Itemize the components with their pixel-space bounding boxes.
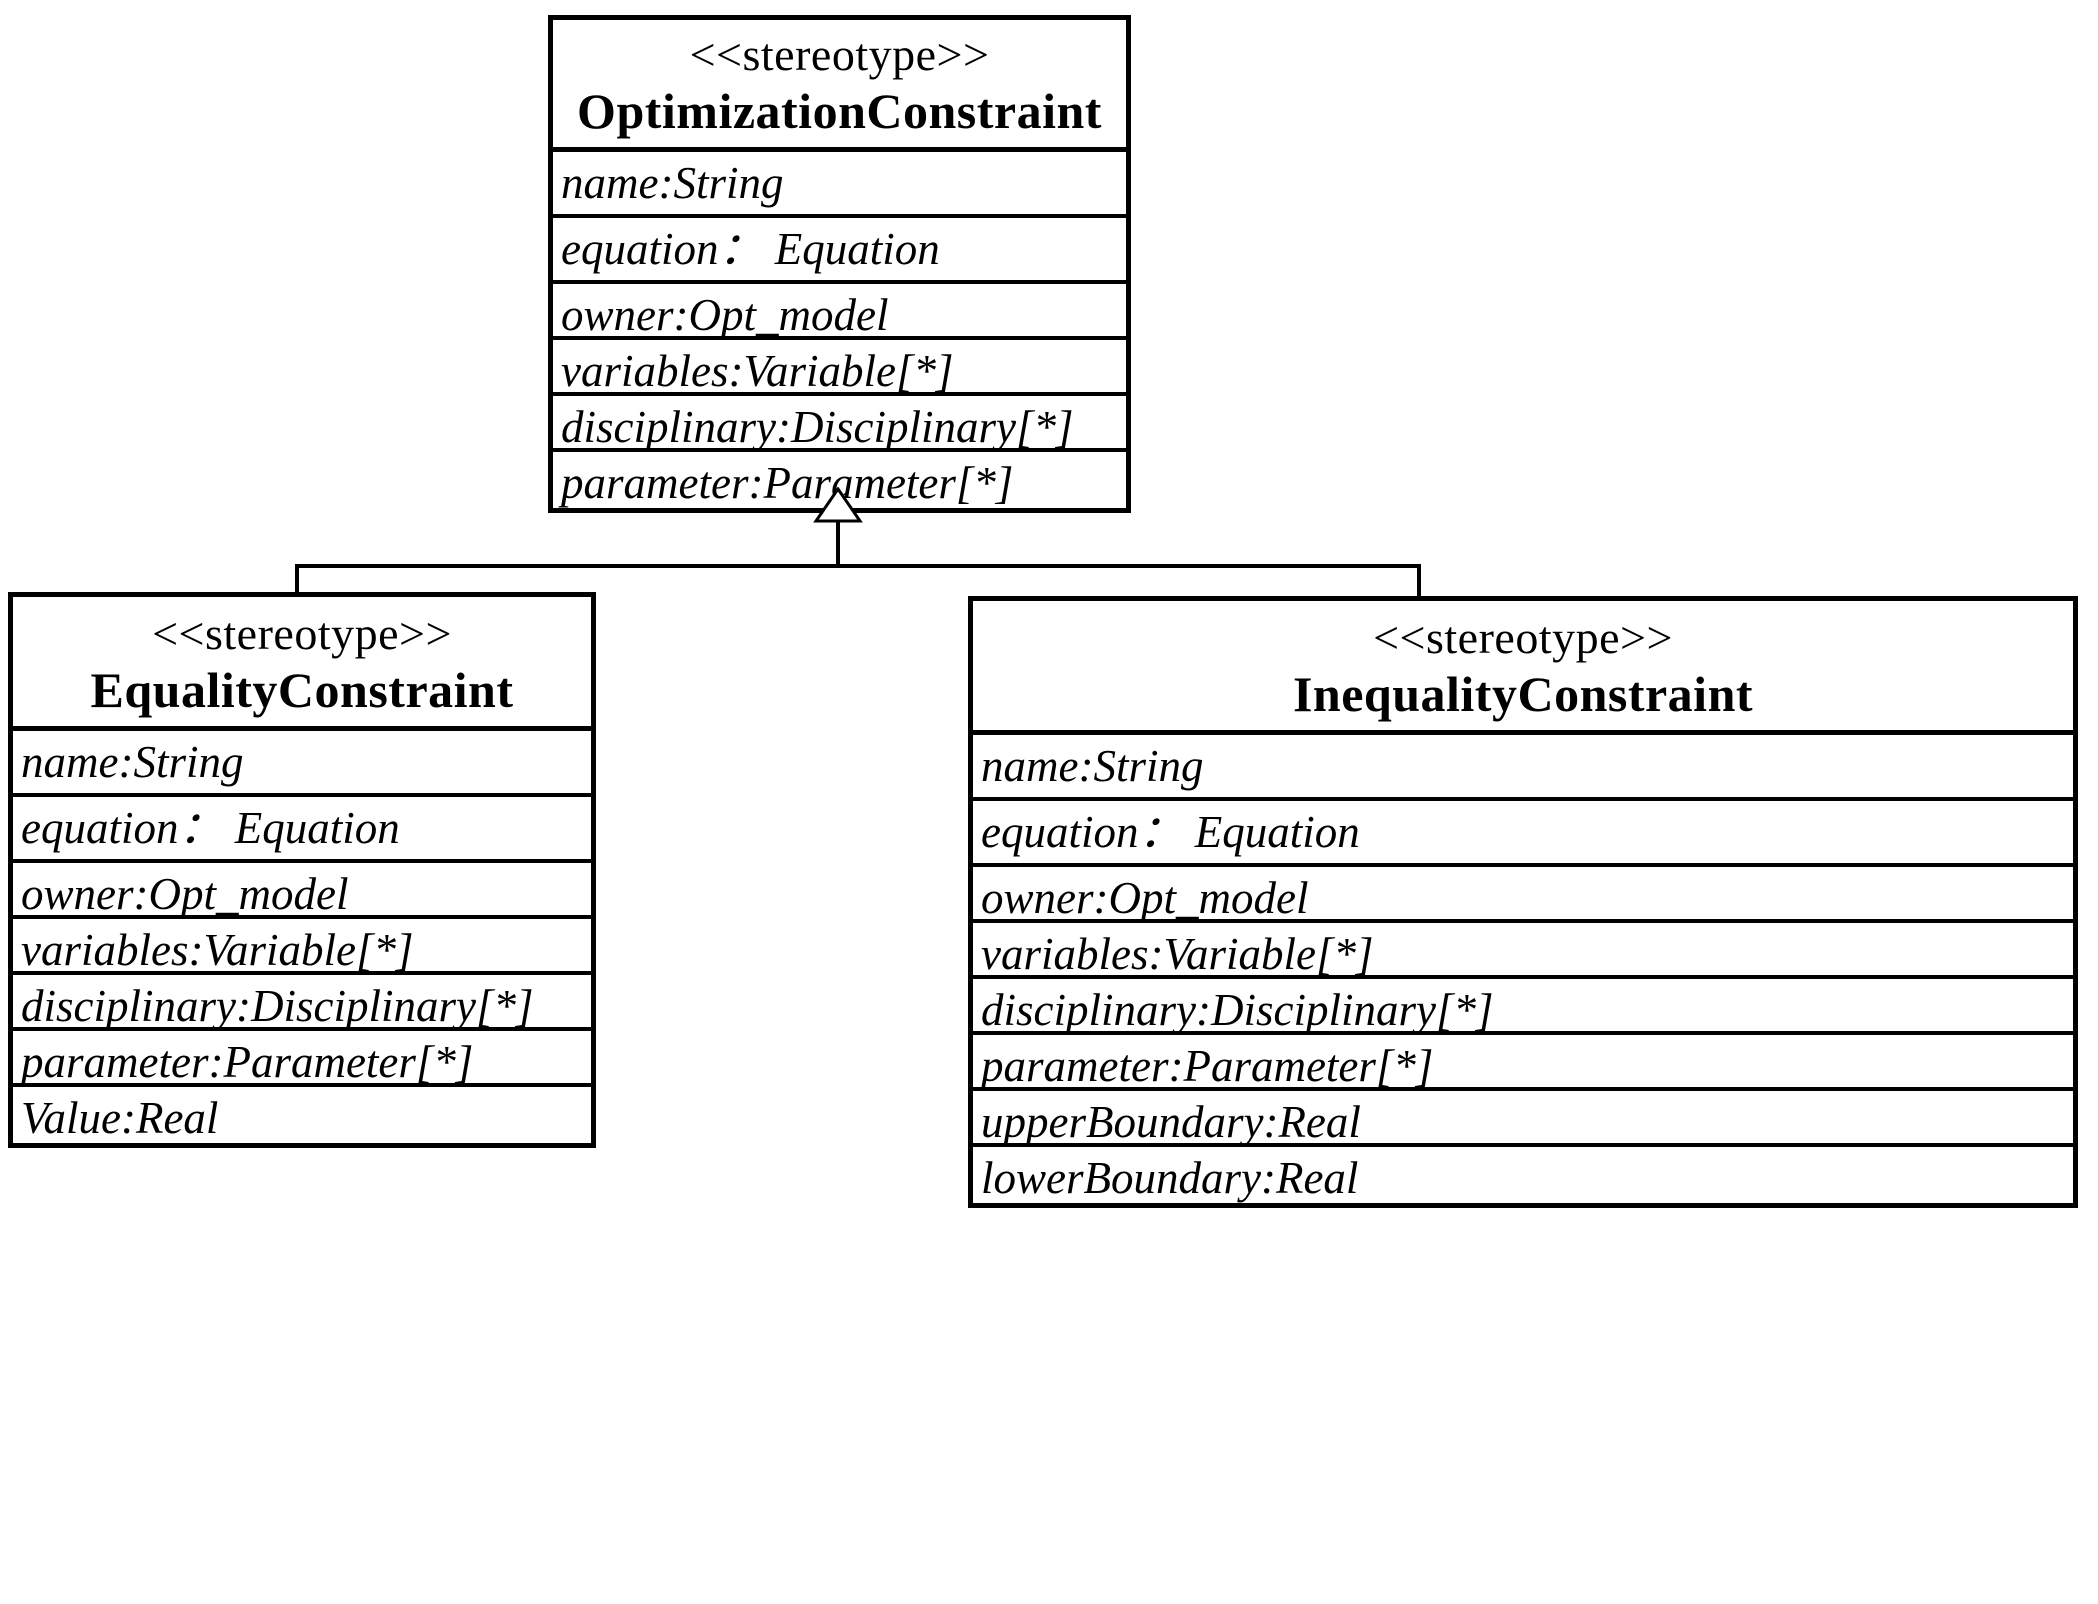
class-box-optimization-constraint[interactable]: <<stereotype>> OptimizationConstraint na… bbox=[548, 15, 1131, 513]
attribute-row: owner:Opt_model bbox=[973, 867, 2073, 923]
attribute-row: owner:Opt_model bbox=[13, 863, 591, 919]
attribute-row: name:String bbox=[553, 152, 1126, 218]
generalization-arrow-icon bbox=[813, 487, 863, 523]
class-header-optimization-constraint: <<stereotype>> OptimizationConstraint bbox=[553, 20, 1126, 152]
attribute-row: equation： Equation bbox=[553, 218, 1126, 284]
class-name-label: InequalityConstraint bbox=[1292, 666, 1754, 723]
attribute-row: variables:Variable[*] bbox=[13, 919, 591, 975]
generalization-horizontal-line bbox=[295, 564, 1421, 568]
attribute-row: disciplinary:Disciplinary[*] bbox=[553, 396, 1126, 452]
attribute-row: name:String bbox=[973, 735, 2073, 801]
attribute-row: parameter:Parameter[*] bbox=[561, 458, 1014, 508]
attribute-row: variables:Variable[*] bbox=[553, 340, 1126, 396]
attribute-row: owner:Opt_model bbox=[553, 284, 1126, 340]
class-name-label: OptimizationConstraint bbox=[577, 83, 1102, 140]
generalization-branch-right bbox=[1417, 564, 1421, 598]
class-header-equality-constraint: <<stereotype>> EqualityConstraint bbox=[13, 597, 591, 731]
generalization-branch-left bbox=[295, 564, 299, 594]
attribute-compartment-equality-constraint: name:String equation： Equation owner:Opt… bbox=[13, 731, 591, 1143]
attribute-row: equation： Equation bbox=[13, 797, 591, 863]
class-header-inequality-constraint: <<stereotype>> InequalityConstraint bbox=[973, 601, 2073, 735]
stereotype-label: <<stereotype>> bbox=[689, 29, 990, 80]
attribute-row: equation： Equation bbox=[973, 801, 2073, 867]
attribute-row: variables:Variable[*] bbox=[973, 923, 2073, 979]
attribute-row: Value:Real bbox=[21, 1093, 219, 1143]
attribute-row: parameter:Parameter[*] bbox=[13, 1031, 591, 1087]
attribute-row: disciplinary:Disciplinary[*] bbox=[13, 975, 591, 1031]
class-name-label: EqualityConstraint bbox=[90, 662, 514, 719]
attribute-compartment-inequality-constraint: name:String equation： Equation owner:Opt… bbox=[973, 735, 2073, 1203]
stereotype-label: <<stereotype>> bbox=[152, 608, 452, 659]
attribute-row: parameter:Parameter[*] bbox=[973, 1035, 2073, 1091]
attribute-compartment-optimization-constraint: name:String equation： Equation owner:Opt… bbox=[553, 152, 1126, 508]
attribute-row: name:String bbox=[13, 731, 591, 797]
attribute-row: lowerBoundary:Real bbox=[981, 1153, 1359, 1203]
class-box-equality-constraint[interactable]: <<stereotype>> EqualityConstraint name:S… bbox=[8, 592, 596, 1148]
generalization-stem-line bbox=[836, 520, 840, 568]
attribute-row: disciplinary:Disciplinary[*] bbox=[973, 979, 2073, 1035]
attribute-row: upperBoundary:Real bbox=[973, 1091, 2073, 1147]
stereotype-label: <<stereotype>> bbox=[1373, 612, 1673, 663]
class-box-inequality-constraint[interactable]: <<stereotype>> InequalityConstraint name… bbox=[968, 596, 2078, 1208]
